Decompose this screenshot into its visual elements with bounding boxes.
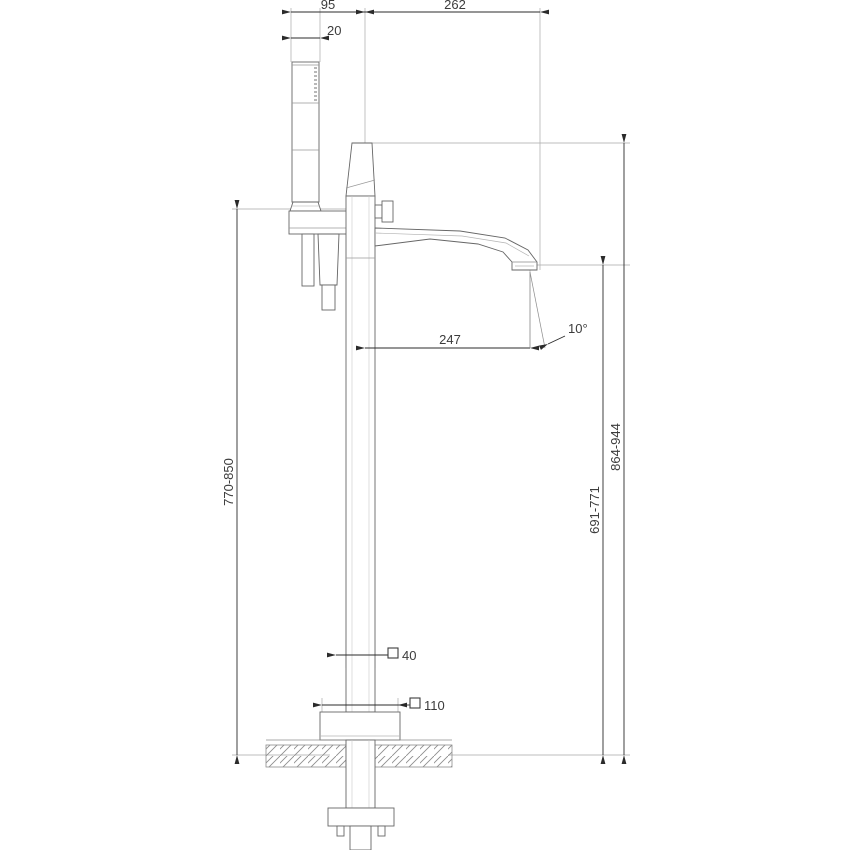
column-through-floor [345, 739, 376, 809]
callout-110-label: 110 [424, 698, 445, 713]
diverter-knob-cap [381, 200, 394, 223]
column-riser [345, 195, 376, 713]
square-section-callouts: 40 110 [313, 647, 445, 713]
floor-section [265, 739, 453, 809]
base-plate-escutcheon [319, 711, 401, 741]
square-symbol-110-icon [409, 697, 421, 709]
mounting-bolt-left [336, 825, 345, 837]
mounting-bolt-right [377, 825, 386, 837]
dimension-247-label: 247 [439, 332, 461, 347]
lever-handle [317, 233, 340, 286]
callout-110: 110 [313, 697, 445, 713]
square-symbol-40-icon [387, 647, 399, 659]
base-plate-assembly [319, 711, 401, 741]
top-dimension-group: 95 20 262 [282, 0, 549, 41]
dimension-20-label: 20 [327, 23, 341, 38]
dimension-864-944-label: 864-944 [608, 423, 623, 471]
spout-dimension-group: 247 10° [356, 271, 588, 351]
callout-40-label: 40 [402, 648, 416, 663]
dimension-95: 95 [282, 0, 374, 15]
diverter-knob [374, 200, 394, 223]
dimension-95-label: 95 [321, 0, 335, 12]
diverter-knob-stem [374, 204, 383, 219]
spout [374, 227, 538, 271]
floor-slab-left [265, 744, 347, 768]
dimension-691-771-label: 691-771 [587, 486, 602, 534]
shower-wand-collar [289, 201, 322, 212]
faucet-column [345, 142, 376, 713]
column-top-cap [345, 142, 376, 197]
dimension-262-label: 262 [444, 0, 466, 12]
dimension-864-944: 864-944 [608, 134, 627, 764]
dimension-20: 20 [282, 23, 341, 41]
mounting-flange-plate [327, 807, 395, 827]
dimension-770-850: 770-850 [221, 200, 240, 764]
dimension-10-degrees-label: 10° [568, 321, 588, 336]
handle-stem-left [301, 233, 315, 287]
underfloor-mounting-bracket [327, 807, 395, 850]
shower-wand-knurl-detail [314, 67, 317, 101]
dimension-770-850-label: 770-850 [221, 458, 236, 506]
lever-handle-shaft [321, 284, 336, 311]
spout-body [374, 227, 538, 271]
callout-40: 40 [327, 647, 416, 663]
dimension-262: 262 [356, 0, 549, 15]
dimension-247: 247 [356, 332, 539, 351]
floor-slab-right [374, 744, 453, 768]
handheld-shower-assembly [289, 61, 322, 212]
inlet-pipe-stub [349, 825, 372, 850]
shower-wand-body [291, 61, 320, 203]
dimension-691-771: 691-771 [587, 256, 606, 764]
dimension-10-degrees: 10° [529, 271, 588, 351]
